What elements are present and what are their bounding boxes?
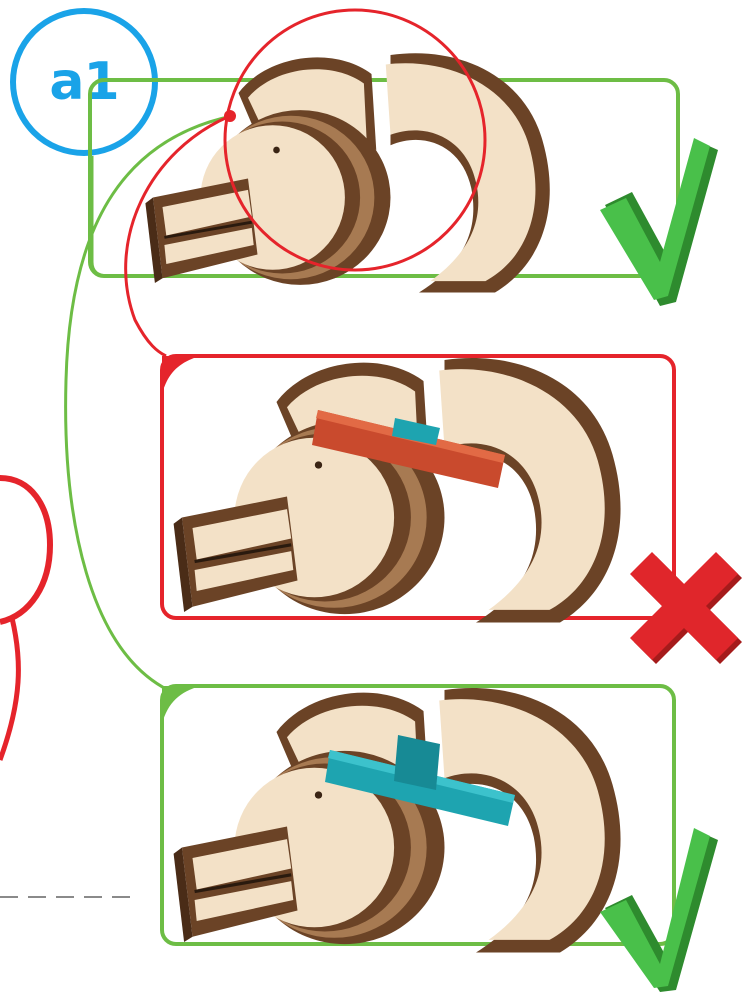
adjacent-callout-circle <box>0 478 50 622</box>
panel-overview <box>90 10 718 356</box>
cross-icon <box>630 552 742 664</box>
panel-wrong <box>162 356 742 664</box>
check-icon <box>600 138 718 306</box>
panel-correct <box>162 686 718 992</box>
adjacent-callout-line <box>0 618 18 760</box>
